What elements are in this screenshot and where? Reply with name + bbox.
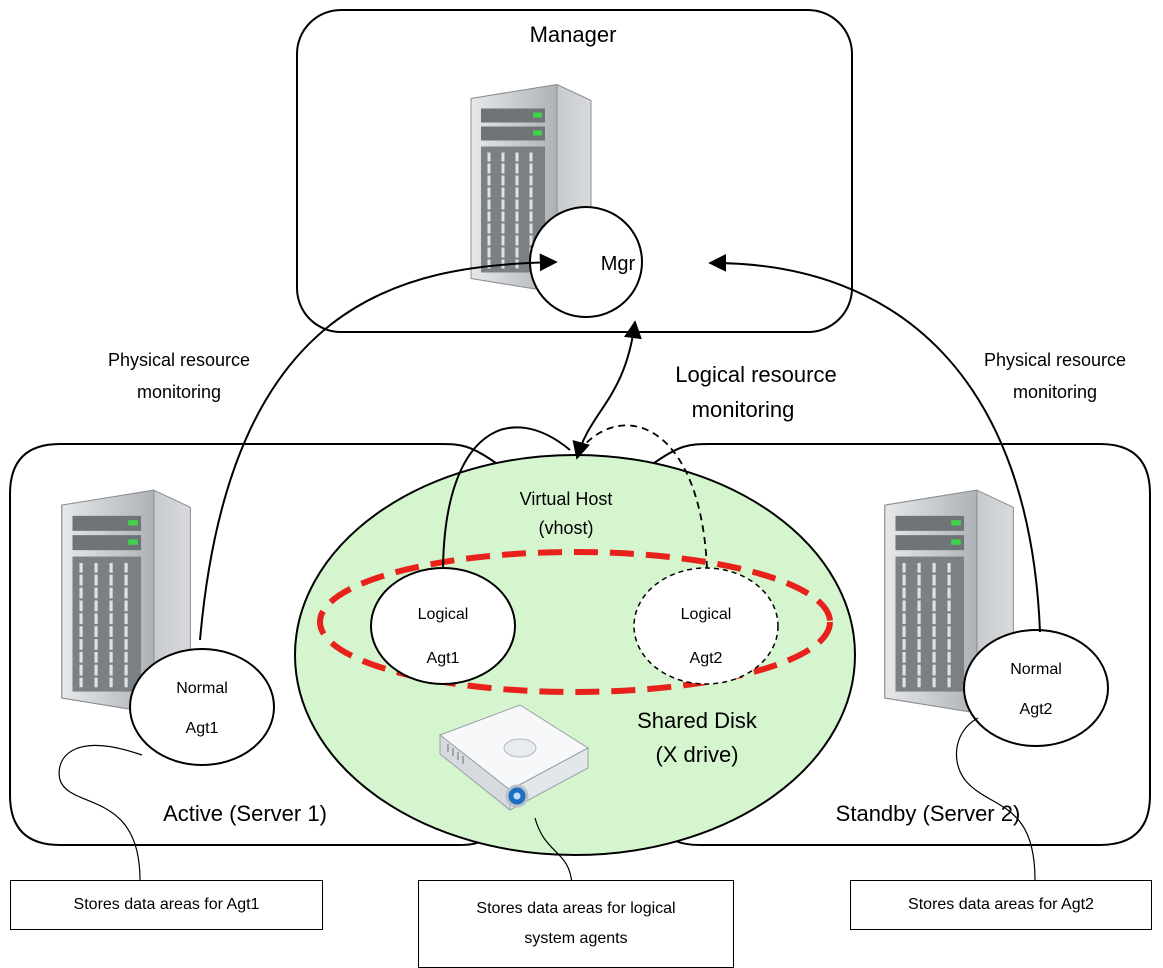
disk-note-connector [534,817,573,886]
physical-monitoring-label-right-2: monitoring [1013,382,1097,402]
standby-server-label: Standby (Server 2) [836,801,1021,826]
logical-agt2-line2: Agt2 [690,650,723,667]
logical-agt1-link [442,426,571,569]
normal-agt1-line2: Agt1 [186,720,219,737]
virtual-host-title: Virtual Host [520,489,613,509]
virtual-host-ellipse [294,454,856,856]
logical-agt2-ellipse [633,567,779,685]
active-server-label: Active (Server 1) [163,801,327,826]
note-logical-line2: system agents [524,930,628,947]
logical-monitoring-label-2: monitoring [692,397,795,422]
note-agt2: Stores data areas for Agt2 [850,880,1152,930]
agt1-note-connector [58,744,143,881]
normal-agt2-line2: Agt2 [1020,701,1053,718]
projector-disk-icon [438,704,589,812]
logical-agt2-line1: Logical [681,606,732,623]
note-logical-agents: Stores data areas for logical system age… [418,880,734,968]
shared-disk-label-1: Shared Disk [637,708,758,733]
logical-monitoring-label-1: Logical resource [675,362,836,387]
note-logical-line1: Stores data areas for logical [476,899,676,917]
logical-agt1-line2: Agt1 [427,650,460,667]
physical-monitoring-label-left-1: Physical resource [108,350,250,370]
normal-agt2-line1: Normal [1010,661,1062,678]
normal-agt1-ellipse [129,648,275,766]
physical-monitoring-arrow-left [199,253,558,641]
physical-monitoring-arrow-right [708,253,1041,633]
shared-disk-label-2: (X drive) [655,742,738,767]
normal-agt2-ellipse [963,629,1109,747]
physical-monitoring-label-right-1: Physical resource [984,350,1126,370]
virtual-host-subtitle: (vhost) [538,518,593,538]
note-agt1-text: Stores data areas for Agt1 [73,895,260,913]
manager-title: Manager [530,22,617,47]
logical-agents-group-ellipse [317,549,833,695]
note-agt2-text: Stores data areas for Agt2 [908,895,1094,913]
agt2-note-connector [955,717,1036,881]
physical-monitoring-label-left-2: monitoring [137,382,221,402]
logical-agt1-line1: Logical [418,606,469,623]
note-agt1: Stores data areas for Agt1 [10,880,323,930]
standby-server-box [649,443,1151,846]
logical-monitoring-arrow [572,320,642,460]
active-server-box [9,443,501,846]
normal-agt1-line1: Normal [176,680,228,697]
logical-agt2-link [579,424,708,569]
mgr-label: Mgr [601,253,636,275]
